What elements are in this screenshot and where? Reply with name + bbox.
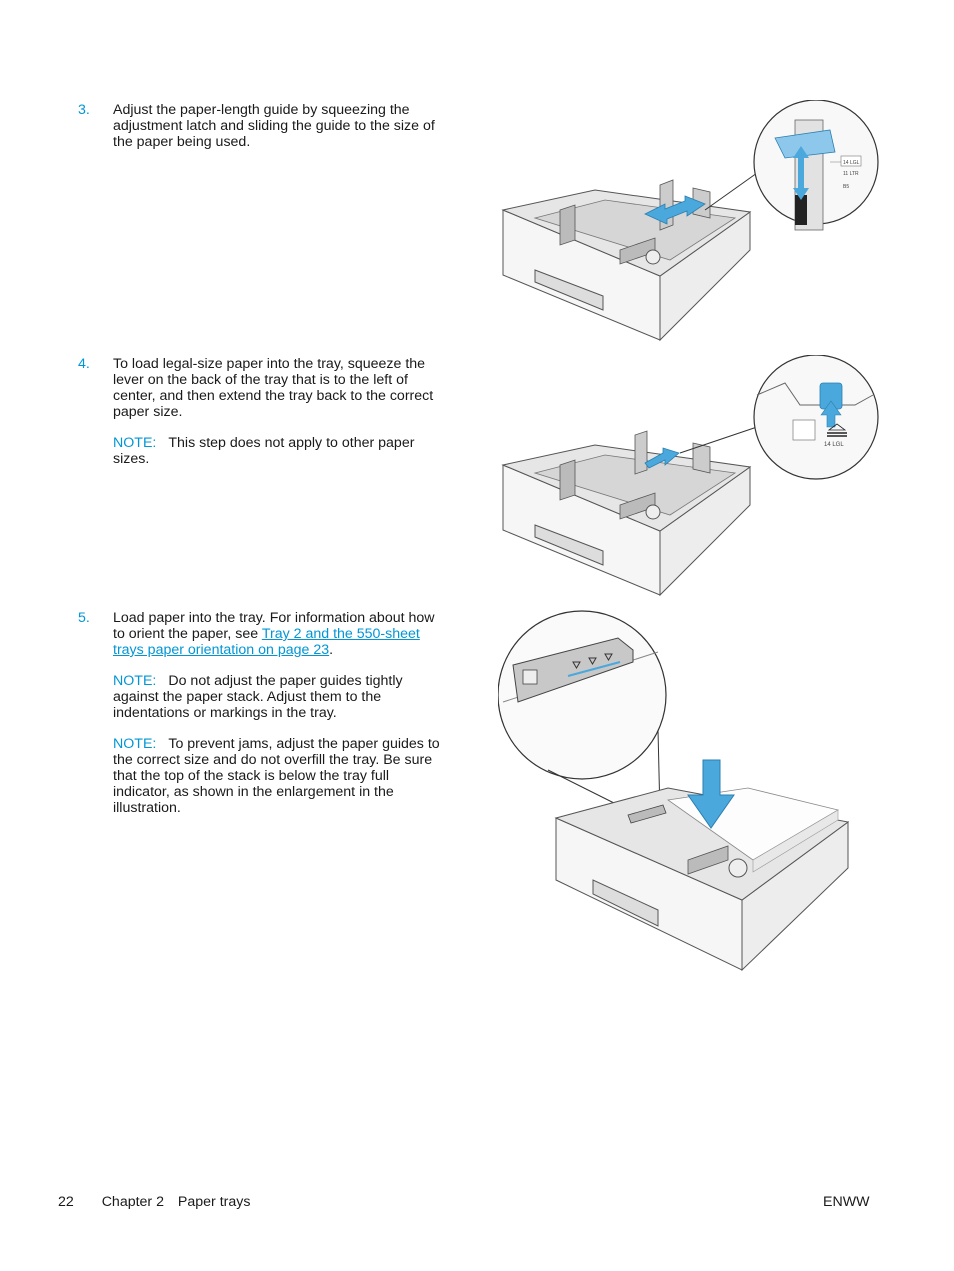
step-text: Adjust the paper-length guide by squeezi… xyxy=(113,102,435,150)
size-label-b5: B5 xyxy=(843,184,849,190)
size-label-11ltr: 11 LTR xyxy=(843,171,859,177)
step-5: 5. Load paper into the tray. For informa… xyxy=(78,610,448,831)
step-text: To load legal-size paper into the tray, … xyxy=(113,356,434,420)
step-text: Load paper into the tray. For informatio… xyxy=(113,610,448,658)
step-number: 4. xyxy=(78,356,90,372)
note: NOTE:Do not adjust the paper guides tigh… xyxy=(113,673,448,721)
tray-extension-illustration: 14 LGL xyxy=(501,355,879,597)
note-label: NOTE: xyxy=(113,435,157,451)
step-number: 3. xyxy=(78,102,90,118)
footer-left: 22 Chapter 2 Paper trays xyxy=(58,1194,250,1210)
note-text: This step does not apply to other paper … xyxy=(113,435,415,467)
step-4: 4. To load legal-size paper into the tra… xyxy=(78,356,448,482)
step-number: 5. xyxy=(78,610,90,626)
note-label: NOTE: xyxy=(113,673,157,689)
chapter-label: Chapter 2 xyxy=(101,1194,164,1210)
step-text-before: Load paper into the tray. For informatio… xyxy=(113,610,435,642)
note-label: NOTE: xyxy=(113,736,157,752)
tray-length-guide-illustration: 14 LGL 11 LTR B5 xyxy=(501,100,879,342)
cross-reference-link[interactable]: Tray 2 and the 550-sheet trays paper ori… xyxy=(113,626,420,658)
note-text: To prevent jams, adjust the paper guides… xyxy=(113,736,440,816)
size-label-14lgl: 14 LGL xyxy=(824,442,844,448)
note: NOTE:To prevent jams, adjust the paper g… xyxy=(113,736,448,816)
step-text-after: . xyxy=(329,642,334,658)
note-text: Do not adjust the paper guides tightly a… xyxy=(113,673,403,721)
step-3: 3. Adjust the paper-length guide by sque… xyxy=(78,102,448,165)
edition-mark: ENWW xyxy=(823,1194,870,1210)
footer-right: ENWW xyxy=(823,1194,870,1210)
size-label-14lgl: 14 LGL xyxy=(843,160,860,166)
load-paper-illustration xyxy=(498,610,850,972)
note: NOTE:This step does not apply to other p… xyxy=(113,435,448,467)
chapter-title: Paper trays xyxy=(177,1194,251,1210)
page-number: 22 xyxy=(58,1194,74,1210)
